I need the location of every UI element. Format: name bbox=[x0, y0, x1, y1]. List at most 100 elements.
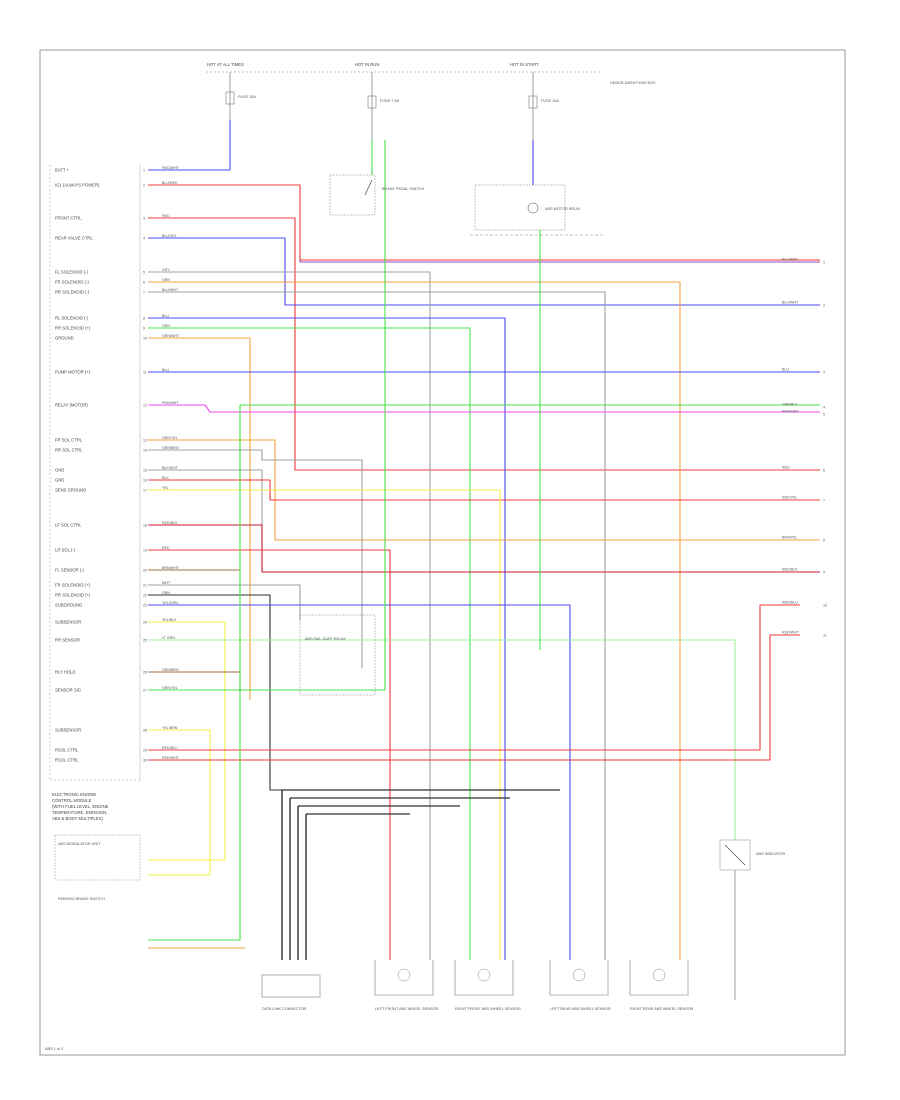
bottom-component-label: RIGHT REAR ABS WHEEL SENSOR bbox=[630, 1007, 694, 1011]
ecm-pin-label: FL SOLENOID (-) bbox=[55, 270, 88, 275]
wire-batt bbox=[148, 120, 231, 171]
ecm-pin-wire-color: BLU/WHT bbox=[162, 288, 179, 292]
right-end-number: 1 bbox=[823, 261, 825, 265]
supply-label-3: HOT IN START bbox=[510, 62, 539, 67]
ecm-pin-wire-color: GRN/WHT bbox=[162, 334, 180, 338]
sensor-bracket bbox=[374, 960, 434, 996]
footer-ref: ABS 1 of 3 bbox=[45, 1047, 63, 1051]
right-end-wire: RED/YEL bbox=[782, 496, 797, 500]
ecm-pin-number: 4 bbox=[143, 237, 145, 241]
wire-ig1-purple bbox=[299, 260, 820, 263]
right-end-wire: RED/BLK bbox=[782, 568, 798, 572]
ecm-pin-label: REAR VALVE CTRL bbox=[55, 236, 93, 241]
ecm-pin-number: 20 bbox=[143, 569, 147, 573]
wire-front-ctrl bbox=[148, 217, 820, 471]
ecm-pin-number: 19 bbox=[143, 549, 147, 553]
wire-fr-sol bbox=[148, 281, 681, 960]
ecm-pin-label: GND bbox=[55, 478, 64, 483]
right-end-number: 6 bbox=[823, 469, 825, 473]
right-end-number: 10 bbox=[823, 604, 827, 608]
ecm-pin-number: 3 bbox=[143, 217, 145, 221]
ecm-pin-label: IG1 (ALWAYS POWER) bbox=[55, 183, 100, 188]
ecm-pin-wire-color: GRN/BRN bbox=[162, 446, 179, 450]
ecm-pin-wire-color: GRN bbox=[162, 324, 170, 328]
bottom-component-label: LEFT REAR ABS WHEEL SENSOR bbox=[550, 1007, 611, 1011]
ecm-pin-number: 17 bbox=[143, 489, 147, 493]
ecm-pin-number: 10 bbox=[143, 337, 147, 341]
motor-relay: ABS MOTOR RELAY bbox=[470, 184, 605, 236]
ecm-pin-wire-color: RED/WHT bbox=[162, 166, 180, 170]
ecm-pin-number: 25 bbox=[143, 639, 147, 643]
ecm-pin-number: 28 bbox=[143, 729, 147, 733]
right-side-connectors: BLU/RED1BLU/WHT2BLU3GRN/BLK4PNK/WHT5RED6… bbox=[782, 258, 827, 638]
wire-subground bbox=[148, 604, 571, 960]
ecm-pin-number: 13 bbox=[143, 439, 147, 443]
wire-subsensor bbox=[148, 621, 226, 861]
right-end-wire: BLU bbox=[782, 368, 789, 372]
right-end-number: 3 bbox=[823, 371, 825, 375]
ecm-pin-label: SUBGROUND bbox=[55, 603, 82, 608]
brake-switch: BRAKE PEDAL SWITCH bbox=[329, 174, 425, 216]
ecm-pin-wire-color: LT GRN bbox=[162, 636, 175, 640]
bottom-component-label: LEFT FRONT ABS WHEEL SENSOR bbox=[375, 1007, 438, 1011]
ecm-pin-number: 14 bbox=[143, 449, 147, 453]
sensor-coil bbox=[397, 968, 411, 982]
motor-relay-label: ABS MOTOR RELAY bbox=[545, 207, 581, 211]
sensor-coil bbox=[652, 968, 666, 982]
ecm-pin-number: 29 bbox=[143, 749, 147, 753]
ecm-pin-number: 12 bbox=[143, 404, 147, 408]
wire-rr-sol-plus bbox=[148, 327, 471, 960]
wire-subsensor2 bbox=[148, 729, 211, 876]
ecm-pin-wire-color: PNK/WHT bbox=[162, 401, 179, 405]
ecm-pin-wire-color: BLU bbox=[162, 314, 169, 318]
right-end-number: 11 bbox=[823, 634, 827, 638]
ecm-pin-wire-color: RED bbox=[162, 214, 170, 218]
ecm-title-1: ELECTRONIC ENGINE bbox=[52, 792, 96, 797]
ecm-pin-wire-color: BLU bbox=[162, 368, 169, 372]
ecm-pin-number: 11 bbox=[143, 371, 147, 375]
ecm-pin-label: BATT + bbox=[55, 168, 69, 173]
wire-sensor-sig bbox=[148, 140, 386, 691]
ecm-title-5: ABS & BODY MULTIPLEX) bbox=[52, 816, 103, 821]
ecm-pin-label: FL SENSOR (-) bbox=[55, 568, 85, 573]
ecm-pin-label: RLY HOLD bbox=[55, 670, 76, 675]
wire-ground-orn bbox=[148, 337, 251, 700]
ecm-pin-wire-color: WHT bbox=[162, 581, 171, 585]
ecm-pin-wire-color: GRY bbox=[162, 268, 170, 272]
ecm-title-4: TEMPERATURE, EMISSION, bbox=[52, 810, 107, 815]
right-end-wire: RED bbox=[782, 466, 790, 470]
ecm-pin-label: RR SENSOR bbox=[55, 638, 80, 643]
ecm-pin-label: RR SOLENOID (-) bbox=[55, 290, 90, 295]
right-end-wire: RED/WHT bbox=[782, 631, 800, 635]
sensor-bracket bbox=[629, 960, 689, 996]
supply-label-1: HOT AT ALL TIMES bbox=[207, 62, 244, 67]
abs-indicator: ABS INDICATOR bbox=[719, 839, 785, 1000]
ecm-pin-number: 2 bbox=[143, 184, 145, 188]
ecm-pin-wire-color: BLK bbox=[162, 476, 169, 480]
ecm-pin-label: PUMP MOTOR (+) bbox=[55, 370, 91, 375]
ecm-pin-number: 1 bbox=[143, 169, 145, 173]
failsafe-relay: ABS FAIL-SAFE RELAY bbox=[299, 614, 376, 696]
ecm-pin-wire-color: BLK/WHT bbox=[162, 466, 179, 470]
ecm-pin-wire-color: BRN/WHT bbox=[162, 566, 180, 570]
wire-rr-sensor bbox=[148, 639, 736, 840]
ecm-pin-label: SENSOR SIG bbox=[55, 688, 81, 693]
ecm-pin-wire-color: RED/BLU bbox=[162, 746, 178, 750]
fuse-box-note: UNDER-DASH FUSE BOX bbox=[610, 81, 656, 85]
parking-switch-label: PARKING BRAKE SWITCH bbox=[58, 897, 105, 901]
ecm-pin-wire-color: RED/BLK bbox=[162, 521, 178, 525]
ecm-pin-number: 21 bbox=[143, 584, 147, 588]
ecm-pin-wire-color: BLU/YEL bbox=[162, 234, 177, 238]
fuse-3-label: FUSE 10A bbox=[541, 99, 559, 103]
abs-indicator-label: ABS INDICATOR bbox=[756, 852, 785, 856]
brake-switch-label: BRAKE PEDAL SWITCH bbox=[382, 187, 425, 191]
ecm-pin-wire-color: GRN/YEL bbox=[162, 686, 178, 690]
ecm-pin-label: RSOL CTRL bbox=[55, 748, 79, 753]
ecm-pin-label: RR SOL CTRL bbox=[55, 448, 83, 453]
ecm-pin-wire-color: YEL/BLK bbox=[162, 618, 177, 622]
right-end-number: 2 bbox=[823, 304, 825, 308]
wire-rsol-ctrl2 bbox=[148, 634, 800, 761]
wire-gnd bbox=[148, 469, 263, 540]
wire-fl-sol bbox=[148, 271, 431, 960]
